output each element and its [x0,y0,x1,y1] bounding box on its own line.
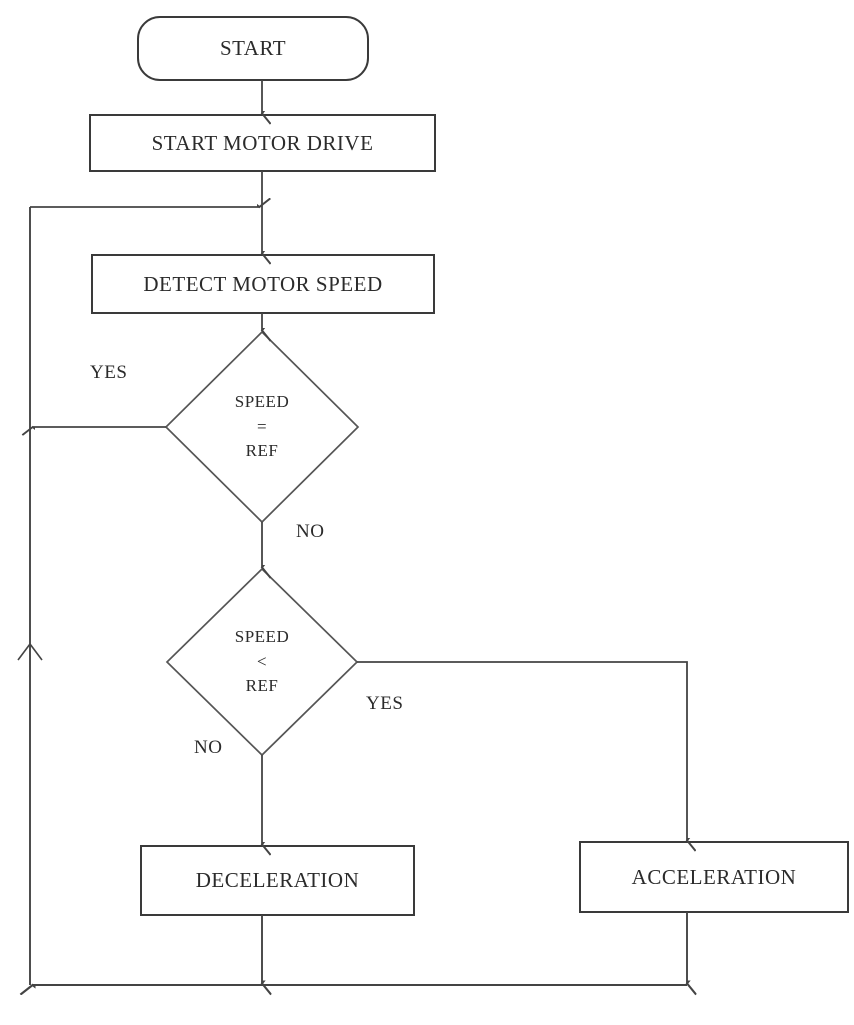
edge-label-no-speed-equals-ref: NO [296,521,325,542]
node-deceleration-shape [140,845,415,916]
edge-speed-less-yes-to-acceleration [357,661,687,840]
node-start-motor-drive-shape [89,114,436,172]
arrowhead-left-rail-up-icon [17,642,43,661]
node-acceleration-shape [579,841,849,913]
edge-label-yes-speed-less-than-ref: YES [366,693,404,714]
edge-label-no-speed-less-than-ref: NO [194,737,223,758]
edge-label-yes-speed-equals-ref: YES [90,362,128,383]
node-speed-equals-ref-shape [164,330,360,524]
node-detect-motor-speed-shape [91,254,435,314]
node-start-shape [137,16,369,81]
node-speed-less-than-ref-shape [165,567,359,757]
